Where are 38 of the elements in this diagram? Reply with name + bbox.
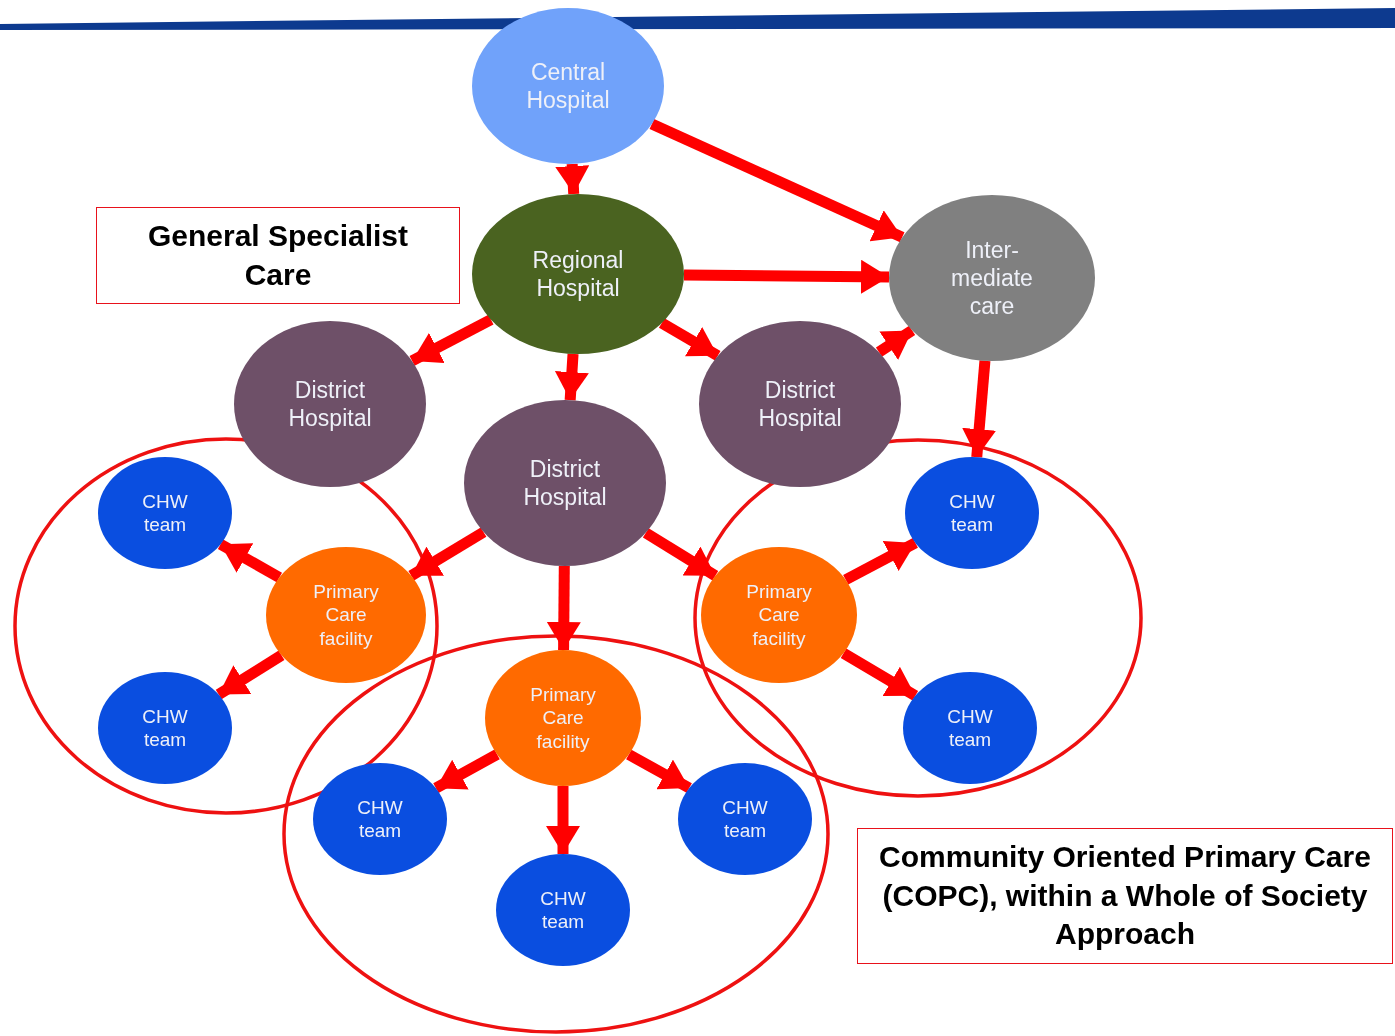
node-label: CHW team (141, 489, 189, 537)
arrow (217, 539, 283, 583)
arrow (546, 786, 580, 854)
text-box (857, 828, 1393, 964)
arrow (433, 749, 500, 793)
arrow (875, 325, 916, 360)
node-label: Inter- mediate care (950, 235, 1034, 321)
node-label: Community Oriented Primary Care (COPC), within a Whole of Society Approach (878, 839, 1372, 953)
arrow (626, 749, 692, 793)
arrow (554, 353, 589, 401)
node-label: CHW team (946, 704, 994, 752)
node-label: CHW team (948, 489, 996, 537)
arrow (409, 314, 494, 366)
arrow (642, 528, 719, 581)
node-label: Central Hospital (525, 57, 611, 115)
arrow (658, 318, 721, 361)
node-label: Primary Care facility (745, 580, 813, 650)
arrow (843, 538, 918, 585)
node-label: CHW team (539, 886, 587, 934)
arrow (555, 163, 590, 195)
arrow (962, 360, 997, 458)
node-label: Primary Care facility (529, 683, 597, 753)
node-label: CHW team (356, 795, 404, 843)
arrow (683, 259, 890, 294)
arrow (408, 527, 487, 581)
node-label: Primary Care facility (312, 580, 380, 650)
node-label: District Hospital (287, 375, 373, 433)
node-label: District Hospital (757, 375, 843, 433)
text-box (96, 207, 460, 304)
node-label: District Hospital (522, 454, 608, 512)
arrow (840, 648, 919, 701)
arrow (649, 118, 905, 243)
node-label: CHW team (141, 704, 189, 752)
arrow (215, 650, 285, 700)
arrow (546, 565, 581, 651)
node-label: General Specialist Care (146, 218, 410, 293)
node-label: CHW team (721, 795, 769, 843)
node-label: Regional Hospital (531, 245, 625, 303)
